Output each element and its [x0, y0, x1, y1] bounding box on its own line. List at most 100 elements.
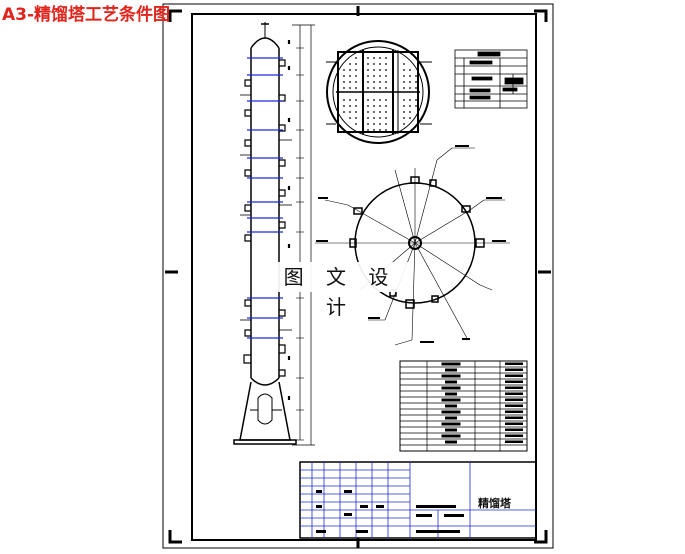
- tray-hole: [343, 87, 345, 89]
- platform-marks: [240, 94, 292, 331]
- nozzle-table-fill: [441, 398, 461, 402]
- tray-hole: [367, 123, 369, 125]
- tray-hole: [379, 99, 381, 101]
- tray-hole: [403, 105, 405, 107]
- tray-hole: [349, 69, 351, 71]
- nozzle-table-fill: [505, 434, 523, 437]
- nozzle-table-fill: [445, 392, 457, 396]
- title-block: [299, 461, 537, 539]
- corner-marks: [165, 6, 551, 548]
- nozzle-table-fill: [505, 410, 523, 413]
- tray-hole: [343, 75, 345, 77]
- page-caption: A3-精馏塔工艺条件图: [2, 5, 171, 25]
- tray-hole: [373, 81, 375, 83]
- skirt-base-ring: [233, 439, 297, 445]
- tray-hole: [349, 87, 351, 89]
- nozzle-table-fill: [505, 380, 523, 383]
- tray-hole: [385, 87, 387, 89]
- tray-hole: [373, 87, 375, 89]
- tray-hole: [379, 129, 381, 131]
- tray-hole: [373, 69, 375, 71]
- tray-hole: [343, 81, 345, 83]
- tray-hole: [403, 75, 405, 77]
- nozzle-table-fill: [445, 404, 457, 408]
- nozzle-table-fill: [441, 422, 461, 426]
- tray-hole: [409, 99, 411, 101]
- tray-hole: [349, 117, 351, 119]
- tower-bottom-head: [250, 377, 280, 386]
- nozzle-table-fill: [505, 416, 523, 419]
- tray-hole: [337, 99, 339, 101]
- tray-hole: [385, 63, 387, 65]
- tray-hole: [373, 117, 375, 119]
- tray-hole: [373, 51, 375, 53]
- tray-hole: [385, 69, 387, 71]
- tray-hole: [337, 87, 339, 89]
- tray-hole: [379, 81, 381, 83]
- tray-hole: [367, 129, 369, 131]
- nozzle-table-fill: [441, 410, 461, 414]
- nozzle-table-fill: [505, 392, 523, 395]
- tray-hole: [373, 111, 375, 113]
- tower-skirt: [239, 381, 291, 441]
- nozzle-table-fill: [505, 440, 523, 443]
- tray-hole: [367, 75, 369, 77]
- tray-hole: [385, 105, 387, 107]
- tray-hole: [409, 105, 411, 107]
- tray-hole: [337, 81, 339, 83]
- tray-hole: [367, 63, 369, 65]
- tray-hole: [355, 57, 357, 59]
- tray-hole: [403, 87, 405, 89]
- tray-hole: [367, 111, 369, 113]
- skirt-access-opening: [257, 393, 273, 425]
- tray-hole: [373, 129, 375, 131]
- nozzles-left: [243, 79, 251, 364]
- nozzle-table-fill: [441, 362, 461, 366]
- tray-hole: [367, 105, 369, 107]
- tray-hole: [385, 81, 387, 83]
- tray-hole: [403, 81, 405, 83]
- tray-hole: [343, 105, 345, 107]
- nozzle-table-fill: [441, 386, 461, 390]
- tray-hole: [343, 99, 345, 101]
- watermark-text: 图 文 设 计: [270, 262, 410, 319]
- tray-hole: [355, 63, 357, 65]
- tray-hole: [367, 57, 369, 59]
- nozzle-table-fill: [505, 398, 523, 401]
- tray-hole: [403, 117, 405, 119]
- tray-hole: [385, 57, 387, 59]
- tray-hole: [349, 99, 351, 101]
- tray-hole: [373, 63, 375, 65]
- tray-hole: [355, 87, 357, 89]
- tray-hole: [415, 87, 417, 89]
- nozzles-right: [279, 59, 286, 377]
- nozzle-table-fill: [445, 416, 457, 420]
- tray-hole: [415, 105, 417, 107]
- nozzle-table-fill: [445, 428, 457, 432]
- tray-hole: [373, 75, 375, 77]
- drawing-name: 精馏塔: [478, 497, 511, 510]
- tray-hole: [385, 117, 387, 119]
- tray-hole: [373, 99, 375, 101]
- tray-hole: [409, 75, 411, 77]
- tray-hole: [367, 87, 369, 89]
- tray-hole: [355, 69, 357, 71]
- nozzle-table-fill: [505, 404, 523, 407]
- tray-hole: [409, 117, 411, 119]
- tray-hole: [373, 105, 375, 107]
- tray-hole: [373, 57, 375, 59]
- design-parameter-table: [454, 49, 528, 109]
- tower-dimensions: [287, 24, 315, 446]
- tray-hole: [385, 99, 387, 101]
- tray-hole: [367, 117, 369, 119]
- tray-hole: [367, 51, 369, 53]
- tray-hole: [415, 81, 417, 83]
- tray-hole: [403, 99, 405, 101]
- tray-hole: [379, 111, 381, 113]
- tray-plan-outer: [326, 40, 430, 144]
- tray-hole: [415, 99, 417, 101]
- nozzle-table-fill: [505, 374, 523, 377]
- tray-hole: [349, 105, 351, 107]
- tray-hole: [379, 117, 381, 119]
